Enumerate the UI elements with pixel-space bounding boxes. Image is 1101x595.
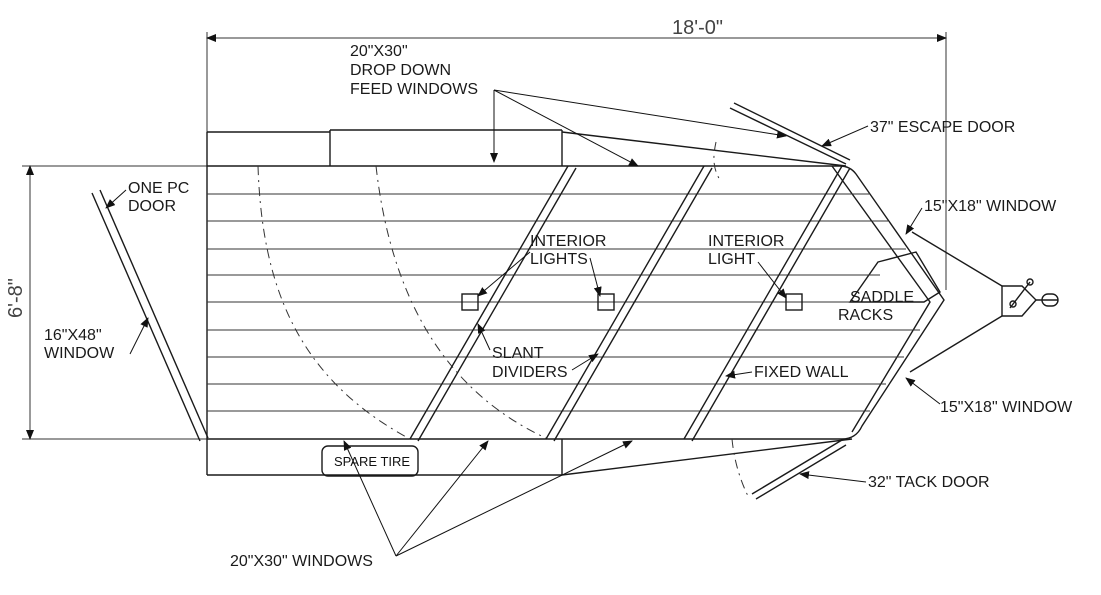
saddle-racks-line-2: RACKS [838,307,893,324]
window-16x48-line-2: WINDOW [44,345,115,362]
rear-door [91,189,209,442]
tack-door-label: 32" TACK DOOR [868,474,990,491]
saddle-racks-line-1: SADDLE [850,289,914,306]
interior-lights [461,293,803,311]
window-bottom-label: 15"X18" WINDOW [940,399,1073,416]
light-marker [461,293,479,311]
height-dimension: 6'-8" [5,165,207,440]
feed-windows-line-2: DROP DOWN [350,62,451,79]
windows-20x30-label: 20"X30" WINDOWS [230,553,373,570]
callout-labels: 20"X30" DROP DOWN FEED WINDOWS 37" ESCAP… [44,43,1073,570]
tack-door [751,439,847,500]
escape-door-label: 37" ESCAPE DOOR [870,119,1015,136]
interior-light-line-2: LIGHT [708,251,755,268]
feed-windows-line-3: FEED WINDOWS [350,81,478,98]
swing-arcs [257,141,749,497]
length-dimension-text: 18'-0" [672,17,723,39]
light-marker [597,293,615,311]
feed-windows-line-1: 20"X30" [350,43,408,60]
height-dimension-text: 6'-8" [5,278,27,318]
slant-dividers [409,165,851,442]
one-pc-door-line-2: DOOR [128,198,176,215]
slant-dividers-line-1: SLANT [492,345,544,362]
leader-lines [105,89,941,557]
spare-tire: SPARE TIRE [321,445,419,477]
one-pc-door-line-1: ONE PC [128,180,189,197]
escape-door [729,102,851,165]
interior-light-line-1: INTERIOR [708,233,784,250]
light-marker [785,293,803,311]
fixed-wall-label: FIXED WALL [754,364,849,381]
interior-lights-line-2: LIGHTS [530,251,588,268]
spare-tire-label: SPARE TIRE [334,454,410,469]
interior-lights-line-1: INTERIOR [530,233,606,250]
length-dimension: 18'-0" [206,17,947,290]
window-top-label: 15"X18" WINDOW [924,198,1057,215]
window-16x48-line-1: 16"X48" [44,327,102,344]
trailer-body [206,129,1059,476]
slant-dividers-line-2: DIVIDERS [492,364,568,381]
floor-slats [207,193,920,412]
